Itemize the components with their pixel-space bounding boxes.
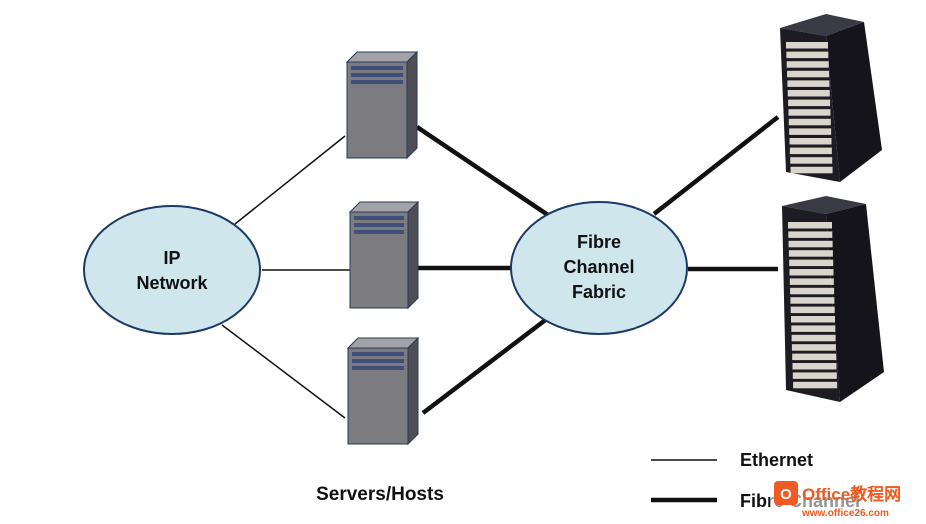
fc-fabric-node: Fibre Channel Fabric — [510, 201, 688, 335]
drive-bay — [787, 80, 830, 87]
drive-bay — [788, 240, 833, 248]
drive-bay — [788, 222, 832, 229]
fibre-channel-links — [415, 115, 780, 415]
watermark-brand: Office教程网 — [802, 484, 901, 504]
drive-bay — [786, 42, 828, 49]
ip-network-label-line-1: IP — [163, 248, 180, 268]
drive-bay — [790, 287, 835, 295]
legend-ethernet-label: Ethernet — [740, 450, 813, 470]
drive-bay — [789, 147, 832, 155]
drive-bay — [789, 259, 834, 267]
drive-bay — [790, 306, 835, 314]
watermark-logo-icon — [774, 481, 798, 505]
storage-array-1-icon — [780, 14, 882, 182]
svg-text:O: O — [780, 486, 792, 503]
server-1-icon — [345, 50, 419, 160]
drive-bay — [790, 157, 833, 164]
drive-bay — [792, 353, 837, 361]
drive-bay — [788, 99, 831, 107]
ip-network-ellipse — [83, 205, 261, 335]
fc-fabric-ellipse — [510, 201, 688, 335]
server-2-icon — [348, 200, 420, 310]
fc-fabric-label-line-3: Fabric — [572, 282, 626, 302]
drive-bay — [790, 166, 833, 174]
fc-link-server-3 — [421, 316, 550, 415]
drive-bay — [788, 109, 831, 116]
fc-link-server-1 — [415, 125, 550, 217]
watermark-url: www.office26.com — [801, 508, 889, 519]
drive-bay — [787, 70, 830, 78]
drive-bay — [789, 269, 834, 276]
drive-bay — [789, 128, 832, 135]
ethernet-link-server-3 — [221, 324, 346, 419]
drive-bay — [791, 325, 836, 332]
ip-network-label-line-2: Network — [136, 273, 208, 293]
drive-bay — [793, 381, 838, 389]
fc-link-storage-1 — [652, 115, 780, 216]
drive-bay — [791, 334, 836, 342]
drive-bay — [791, 344, 836, 351]
ip-network-node: IP Network — [83, 205, 261, 335]
drive-bay — [786, 61, 829, 68]
storage-array-1-drive-bays — [786, 42, 833, 174]
drive-bay — [789, 278, 834, 285]
drive-bay — [791, 316, 835, 323]
drive-bay — [788, 118, 831, 126]
drive-bay — [788, 250, 833, 257]
storage-array-2-drive-bays — [788, 222, 838, 389]
storage-array-2-icon — [782, 196, 884, 402]
ethernet-link-server-1 — [234, 135, 346, 225]
drive-bay — [789, 138, 832, 145]
drive-bay — [792, 372, 837, 379]
fc-fabric-label-line-1: Fibre — [577, 232, 621, 252]
drive-bay — [787, 90, 830, 97]
ethernet-links — [221, 135, 350, 419]
drive-bay — [790, 297, 835, 304]
drive-bay — [786, 51, 829, 59]
watermark: O Office教程网 www.office26.com — [770, 478, 920, 522]
fc-fabric-label-line-2: Channel — [563, 257, 634, 277]
servers-hosts-caption: Servers/Hosts — [316, 484, 444, 505]
drive-bay — [792, 363, 837, 370]
server-3-icon — [346, 336, 420, 446]
drive-bay — [788, 231, 833, 238]
